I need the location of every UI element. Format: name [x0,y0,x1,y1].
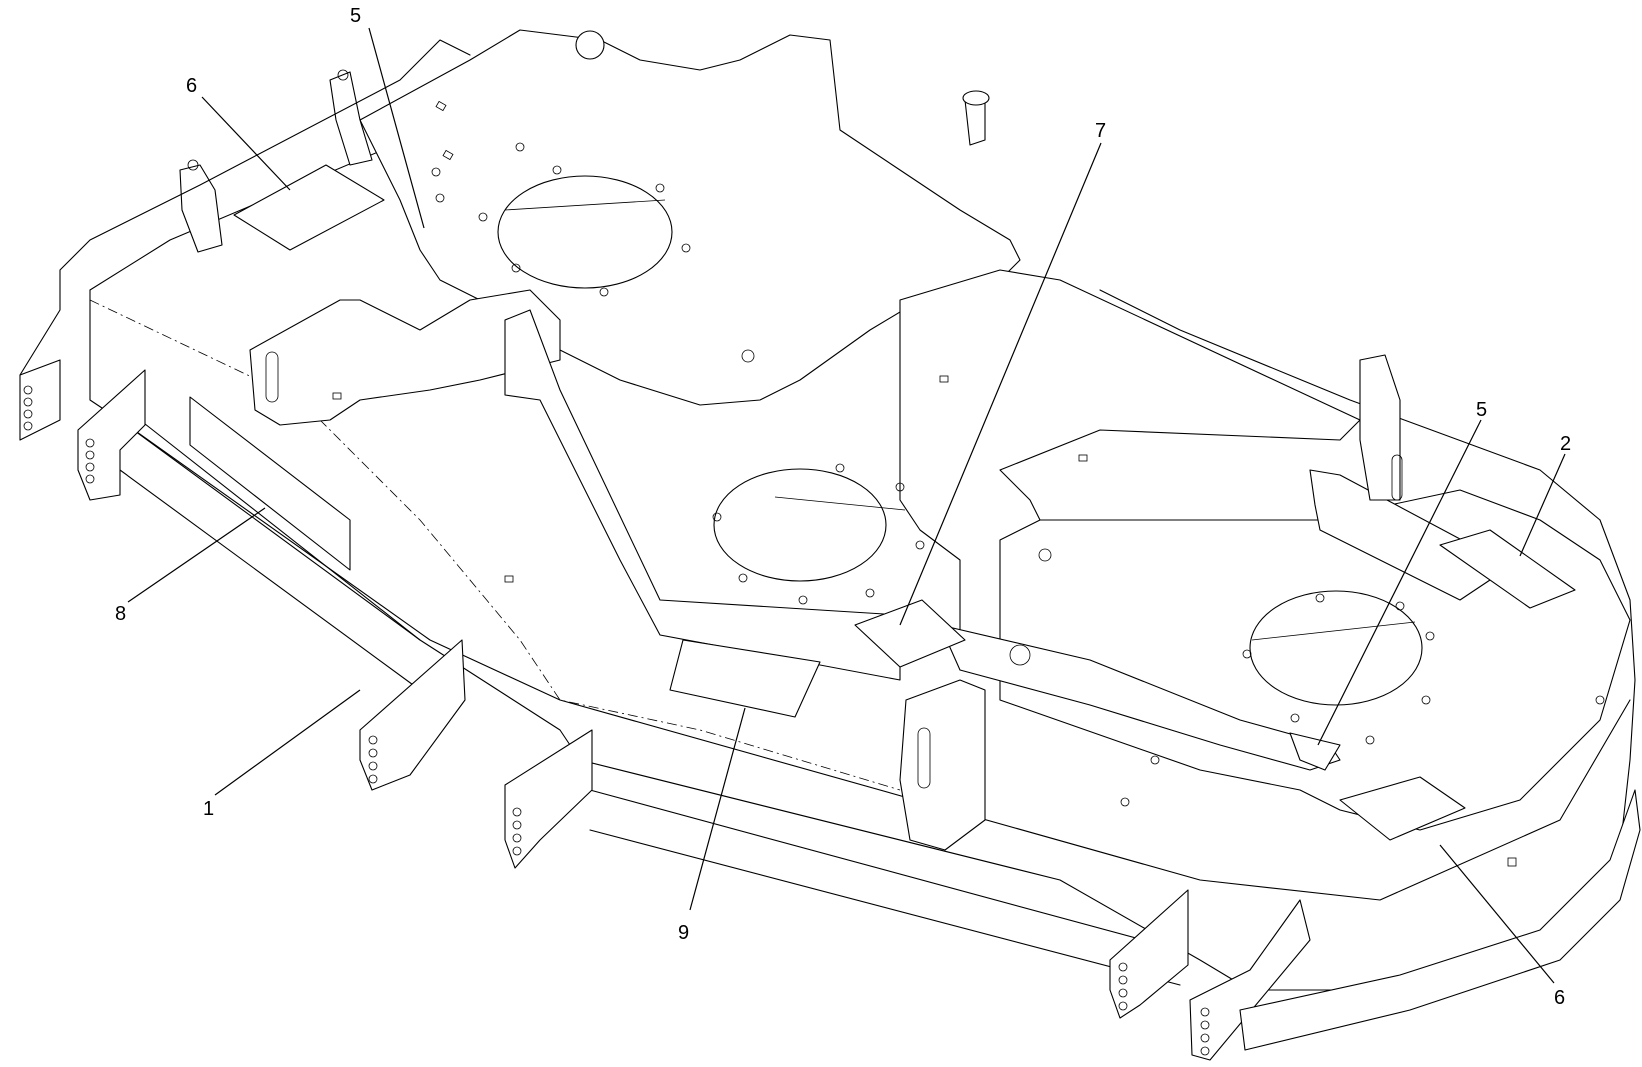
callout-1: 1 [203,798,214,820]
leader-5-top [368,27,425,229]
callout-5-right: 5 [1476,399,1487,421]
decal-9 [669,639,821,718]
front-hanger-4 [1109,889,1189,1019]
decal-2 [1439,529,1576,609]
decal-6-left [233,164,385,251]
leader-8 [127,507,266,603]
callouts: 5 6 7 5 2 8 1 9 6 [115,5,1571,1009]
leader-2 [1519,453,1566,557]
front-rail [119,419,1181,986]
leader-9 [689,707,746,911]
decal-5-right [1289,732,1341,771]
front-hanger-3 [504,729,593,869]
callout-7: 7 [1095,120,1106,142]
callout-8: 8 [115,603,126,625]
callout-9: 9 [678,922,689,944]
callout-5-top: 5 [350,5,361,27]
callout-6-right: 6 [1554,987,1565,1009]
right-bumper [1239,789,1641,1051]
center-opening [504,375,1088,605]
front-hanger-5 [1189,899,1311,1061]
right-rear-bracket [1309,354,1491,601]
leader-lines [127,27,1566,984]
rear-bracket-left [249,289,561,426]
leader-7 [899,142,1102,626]
callout-6-top: 6 [186,75,197,97]
front-hanger-1 [77,369,146,501]
leader-1 [214,689,361,796]
callout-2: 2 [1560,433,1571,455]
decal-6-right [1339,776,1466,841]
right-deck-plate [999,489,1631,831]
leader-6-right [1439,844,1555,984]
leader-5-right [1317,419,1482,746]
decal-7 [854,599,966,668]
decal-8 [189,396,351,571]
front-hanger-2 [359,639,466,791]
left-rear-hangers [19,39,471,441]
leader-6-top [201,96,291,191]
